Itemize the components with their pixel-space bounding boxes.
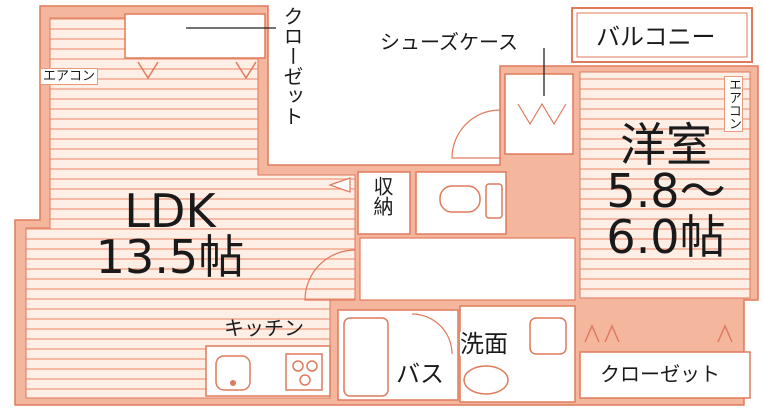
entrance-hall (504, 73, 574, 155)
bath-label: バス (396, 360, 444, 388)
western-room-floor (579, 71, 751, 299)
ldk-label: LDK 13.5帖 (80, 188, 260, 280)
balcony (571, 7, 753, 63)
storage-label: 収納 (370, 176, 394, 216)
storage-closet (357, 171, 411, 235)
ldk-size: 13.5帖 (95, 230, 245, 284)
shoes-case-label: シューズケース (380, 30, 518, 54)
closet-bottom-label: クローゼット (600, 362, 720, 386)
closet-bottom (579, 351, 751, 399)
ldk-name: LDK (124, 184, 216, 238)
closet-top-label: クローゼット (280, 6, 304, 126)
closet-top (124, 13, 266, 59)
aircon-western-label: エアコン (724, 76, 743, 132)
kitchen-label: キッチン (224, 316, 304, 340)
western-room-name: 洋室 (620, 118, 712, 172)
western-room-size-line2: 6.0帖 (606, 210, 726, 264)
balcony-label: バルコニー (596, 23, 716, 51)
aircon-ldk-label: エアコン (40, 68, 99, 85)
western-room-size-line1: 5.8～ (606, 164, 726, 218)
western-room-label: 洋室 5.8～ 6.0帖 (594, 122, 738, 260)
hallway (359, 237, 576, 301)
washroom-label: 洗面 (460, 330, 508, 358)
